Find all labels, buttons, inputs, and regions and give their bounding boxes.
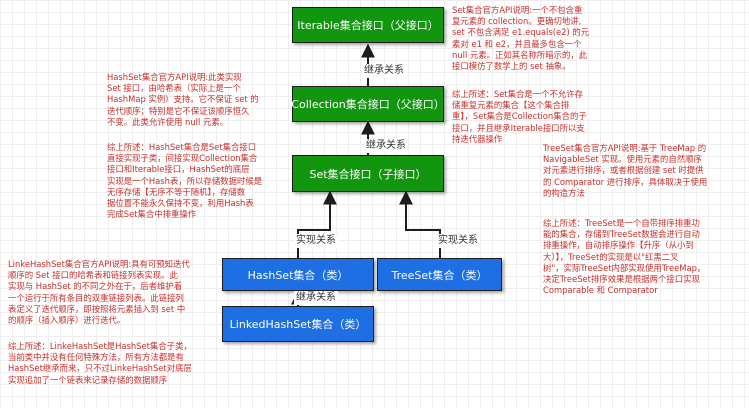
hashset-summary-note: 综上所述：HashSet集合是Set集合接口 直接实现子类，间接实现Collec… xyxy=(107,142,263,220)
collection-interface-node[interactable]: Collection集合接口（父接口） xyxy=(291,86,445,122)
set-interface-node[interactable]: Set集合接口（子接口） xyxy=(292,155,444,192)
iterable-description-note: Set集合官方API说明:一个不包含重 复元素的 collection。更确切地… xyxy=(452,5,590,72)
hashset-class-node[interactable]: HashSet集合（类） xyxy=(222,258,374,291)
treeset-class-node[interactable]: TreeSet集合（类） xyxy=(377,258,502,291)
edge-treeset-to-set xyxy=(399,190,441,258)
edge-label-hashset-set: 实现关系 xyxy=(294,234,338,248)
hashset-api-note: HashSet集合官方API说明:此类实现 Set 接口，由哈希表（实际上是一个… xyxy=(107,72,259,127)
collection-summary-note: 综上所述：Set集合是一个不允许存 储重复元素的集合【这个集合排 重】，Set集… xyxy=(452,89,587,144)
edge-label-collection-iterable: 继承关系 xyxy=(362,64,406,78)
edge-hashset-to-set xyxy=(297,190,337,258)
edge-label-treeset-set: 实现关系 xyxy=(436,234,480,248)
linkedhashset-api-note: LinkeHashSet集合官方API说明:具有可预知迭代 顺序的 Set 接口… xyxy=(8,259,190,326)
treeset-summary-note: 综上所述：TreeSet是一个自带排序排重功 能的集合，存储到TreeSet数据… xyxy=(543,218,706,296)
linkedhashset-class-node[interactable]: LinkedHashSet集合（类） xyxy=(222,306,374,342)
edge-label-set-collection: 继承关系 xyxy=(364,139,408,153)
edge-label-linkedhashset-hashset: 继承关系 xyxy=(294,291,338,305)
treeset-api-note: TreeSet集合官方API说明:基于 TreeMap 的 NavigableS… xyxy=(543,143,708,198)
linkedhashset-summary-note: 综上所述：LinkeHashSet是HashSet集合子类， 当前类中并没有任何… xyxy=(8,341,192,385)
iterable-interface-node[interactable]: Iterable集合接口（父接口） xyxy=(292,7,444,43)
